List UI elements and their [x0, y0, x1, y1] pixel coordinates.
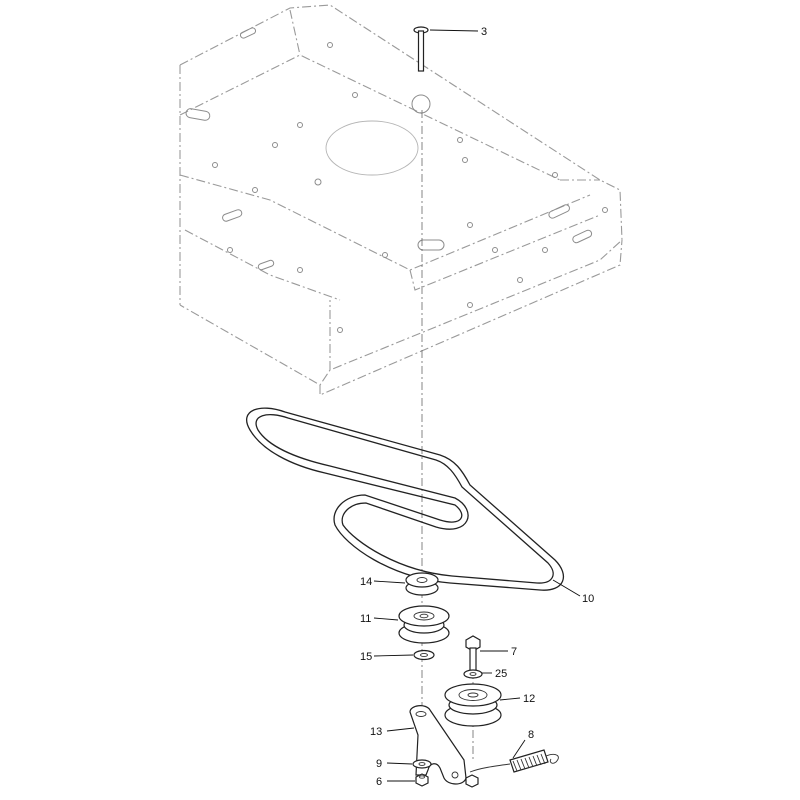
- part-15-washer[interactable]: [413, 649, 435, 661]
- chassis-frame: [179, 4, 623, 396]
- part-12-idler-pulley[interactable]: [444, 683, 502, 727]
- arm-pivot-nut: [465, 774, 479, 788]
- part-3-bolt[interactable]: [413, 26, 429, 72]
- part-6-nut[interactable]: [415, 773, 429, 787]
- leader-lines: [373, 29, 581, 782]
- callout-15: 15: [360, 651, 372, 663]
- part-8-spring[interactable]: [469, 749, 559, 773]
- callout-6: 6: [376, 776, 382, 788]
- callout-8: 8: [528, 729, 534, 741]
- callout-14: 14: [360, 576, 372, 588]
- callout-25: 25: [495, 668, 507, 680]
- part-10-belt[interactable]: [246, 407, 564, 591]
- part-14-spacer[interactable]: [405, 572, 439, 596]
- callout-labels: 3 10 14 11 7 15 25 12 8 13 9 6: [360, 26, 594, 788]
- callout-10: 10: [582, 593, 594, 605]
- callout-12: 12: [523, 693, 535, 705]
- callout-3: 3: [481, 26, 487, 38]
- part-9-washer[interactable]: [412, 759, 432, 769]
- callout-13: 13: [370, 726, 382, 738]
- part-25-washer[interactable]: [463, 669, 483, 679]
- part-11-pulley[interactable]: [398, 605, 450, 644]
- part-7-bolt[interactable]: [465, 635, 481, 673]
- callout-7: 7: [511, 646, 517, 658]
- callout-11: 11: [360, 613, 371, 625]
- callout-9: 9: [376, 758, 382, 770]
